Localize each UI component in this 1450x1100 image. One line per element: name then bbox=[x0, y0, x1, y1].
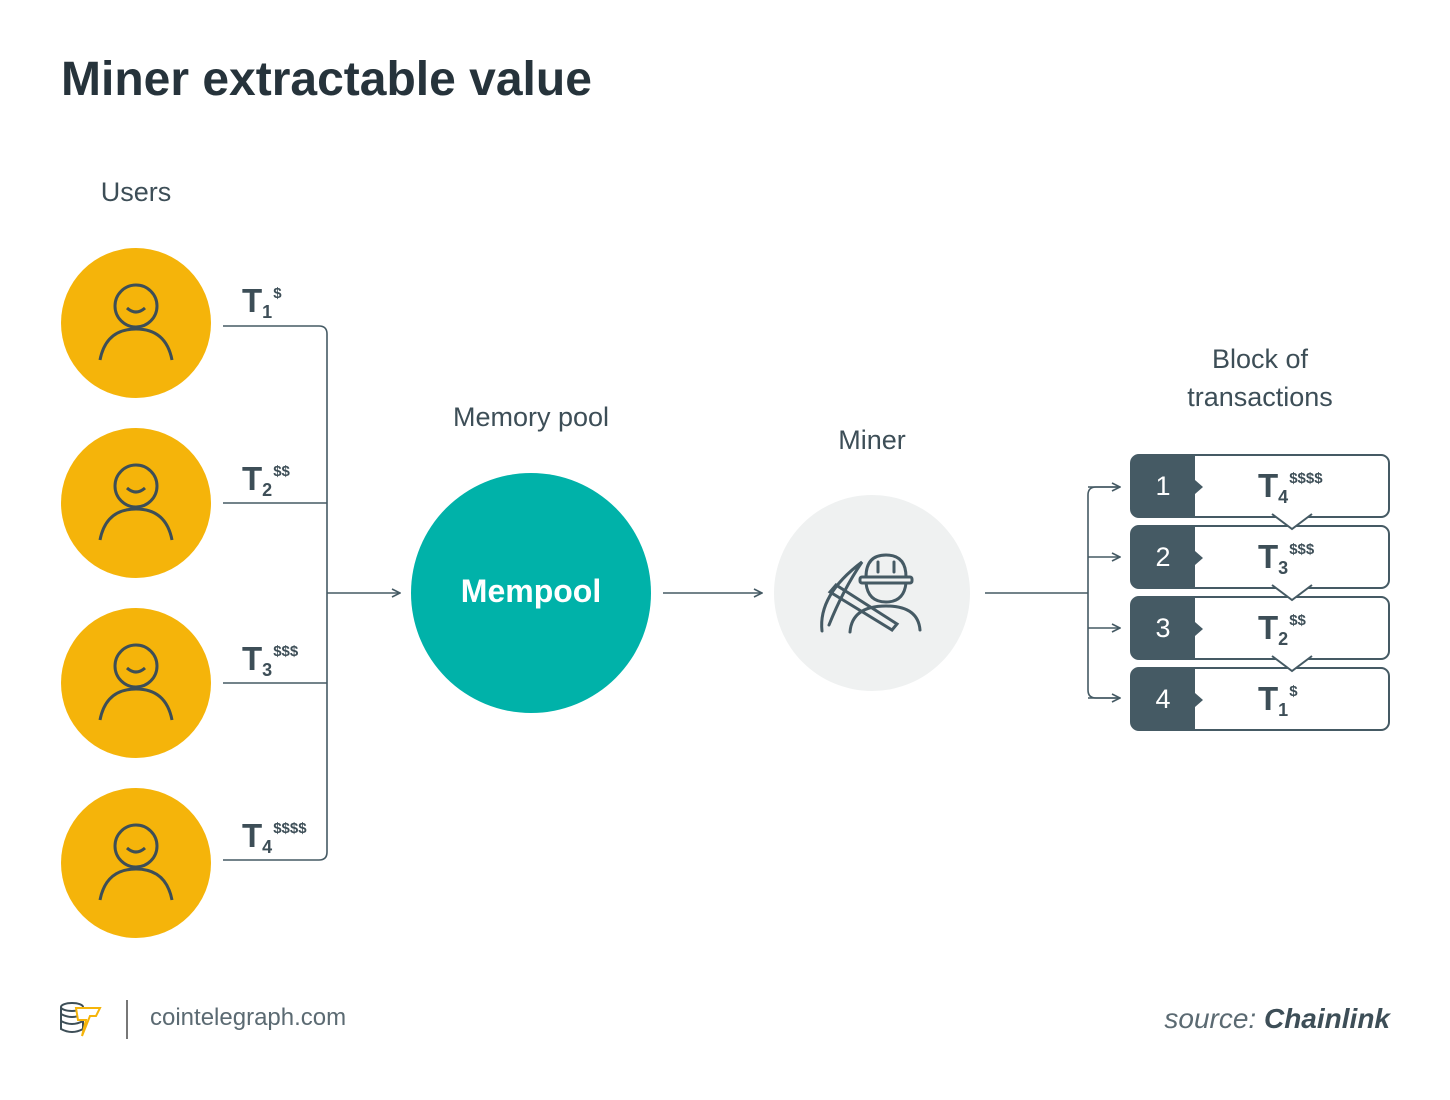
block-boxes bbox=[1130, 454, 1390, 731]
block-order-1: 1 bbox=[1155, 471, 1171, 501]
user-tx-4: T4$$$$ bbox=[242, 817, 307, 857]
source-credit: source: Chainlink bbox=[1164, 1003, 1390, 1034]
block-tx-1: T4$$$$ bbox=[1258, 467, 1323, 507]
page-title: Miner extractable value bbox=[61, 53, 592, 106]
block-tx-3: T2$$ bbox=[1258, 609, 1306, 649]
user-4 bbox=[61, 788, 211, 938]
users-label: Users bbox=[100, 177, 172, 207]
miner-circle bbox=[774, 495, 970, 691]
block-tx-4: T1$ bbox=[1258, 680, 1298, 720]
miner-label: Miner bbox=[838, 425, 906, 455]
memory-pool-label: Memory pool bbox=[452, 402, 610, 432]
user-1 bbox=[61, 248, 211, 398]
user-tx-1: T1$ bbox=[242, 282, 282, 322]
connector-lines bbox=[223, 325, 1120, 861]
block-order-2: 2 bbox=[1155, 542, 1171, 572]
user-tx-3: T3$$$ bbox=[242, 640, 299, 680]
mempool-text: Mempool bbox=[460, 573, 602, 609]
block-order-3: 3 bbox=[1155, 613, 1171, 643]
site-name: cointelegraph.com bbox=[150, 1004, 347, 1031]
user-2 bbox=[61, 428, 211, 578]
block-tx-2: T3$$$ bbox=[1258, 538, 1315, 578]
user-tx-2: T2$$ bbox=[242, 460, 290, 500]
miner-icon bbox=[820, 553, 922, 634]
cointelegraph-logo bbox=[60, 1000, 128, 1039]
mempool-circle bbox=[411, 473, 651, 713]
user-3 bbox=[61, 608, 211, 758]
block-order-4: 4 bbox=[1155, 684, 1171, 714]
user-circles bbox=[61, 248, 211, 938]
block-label: Block of transactions bbox=[1187, 344, 1333, 412]
